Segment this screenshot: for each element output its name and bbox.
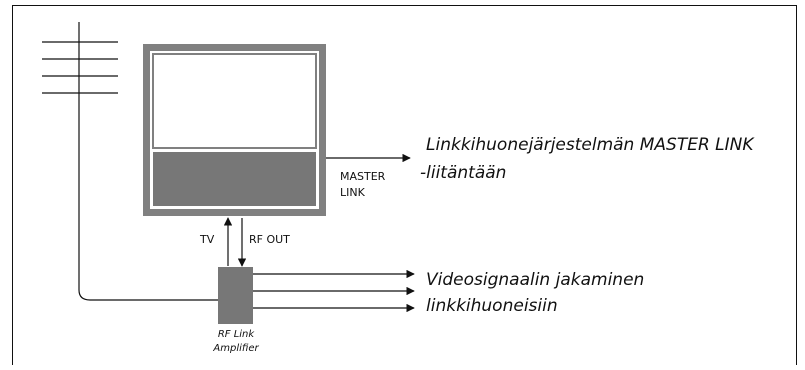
antenna-icon — [42, 22, 118, 290]
master-link-destination-line1: Linkkihuonejärjestelmän MASTER LINK — [426, 135, 755, 155]
video-distribution-line2: linkkihuoneisiin — [426, 296, 558, 316]
master-link-destination-line2: -liitäntään — [420, 163, 506, 183]
tv-screen — [152, 53, 317, 149]
antenna-cable — [78, 289, 218, 301]
master-link-label-line1: MASTER — [340, 170, 386, 183]
master-link-label-line2: LINK — [340, 186, 366, 199]
tv-lower-panel — [153, 152, 316, 206]
tv-set-icon — [143, 44, 326, 216]
amplifier-label-line2: Amplifier — [212, 343, 259, 354]
rf-link-amplifier-box — [218, 267, 253, 324]
video-distribution-line1: Videosignaalin jakaminen — [426, 270, 644, 290]
tv-label: TV — [199, 233, 215, 246]
rf-out-label: RF OUT — [249, 233, 290, 246]
amplifier-label-line1: RF Link — [218, 329, 256, 340]
